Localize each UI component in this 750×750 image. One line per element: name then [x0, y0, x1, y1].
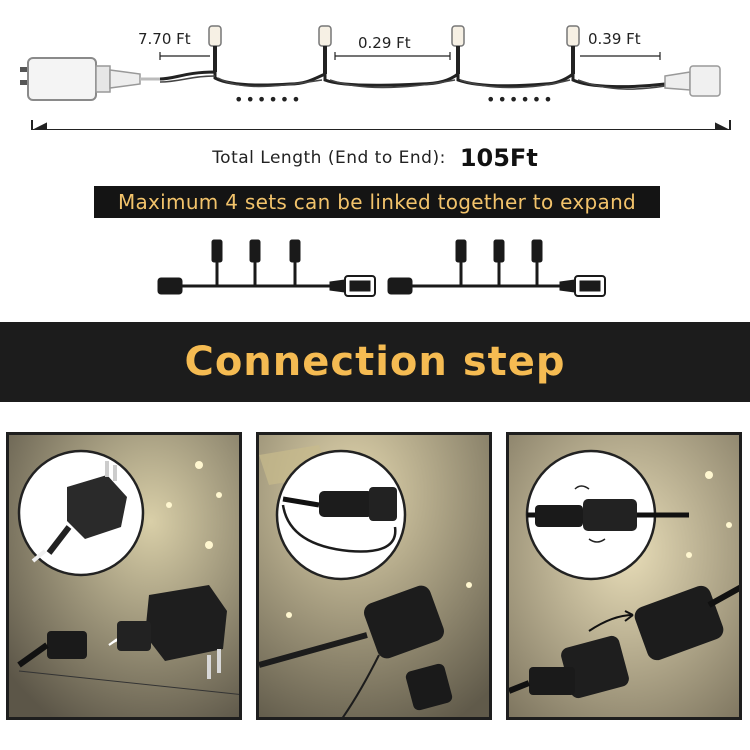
dim-label-first: 7.70 Ft: [138, 30, 191, 48]
ellipsis-dots-left: ••••••: [234, 90, 303, 109]
linked-sets-svg: [157, 239, 606, 297]
connector-cap-icon: [259, 435, 489, 717]
dim-label-last: 0.39 Ft: [588, 30, 641, 48]
connector-link-icon: [509, 435, 739, 717]
section-title: Connection step: [184, 339, 566, 385]
cable-diagram-svg: [20, 25, 731, 138]
total-length-row: Total Length (End to End): 105Ft: [0, 140, 750, 176]
link-sets-banner: Maximum 4 sets can be linked together to…: [94, 186, 660, 218]
total-length-label: Total Length (End to End):: [212, 148, 446, 168]
connection-step-header: Connection step: [0, 322, 750, 402]
total-length-arrow: [31, 120, 731, 138]
panel-connect-sets: [506, 432, 742, 720]
panel-plug-adapter: [6, 432, 242, 720]
panel-unscrew-cap: [256, 432, 492, 720]
linked-sets-diagram: [0, 228, 750, 308]
total-length-value: 105Ft: [459, 144, 538, 172]
linked-set-icon: [157, 239, 606, 297]
end-connector-icon: [664, 65, 721, 97]
adapter-plug-icon: [9, 435, 239, 717]
dim-label-spacing: 0.29 Ft: [358, 34, 411, 52]
string-light-diagram: 7.70 Ft 0.29 Ft 0.39 Ft •••••• ••••••: [0, 0, 750, 138]
power-adapter-icon: [20, 57, 160, 101]
ellipsis-dots-right: ••••••: [486, 90, 555, 109]
